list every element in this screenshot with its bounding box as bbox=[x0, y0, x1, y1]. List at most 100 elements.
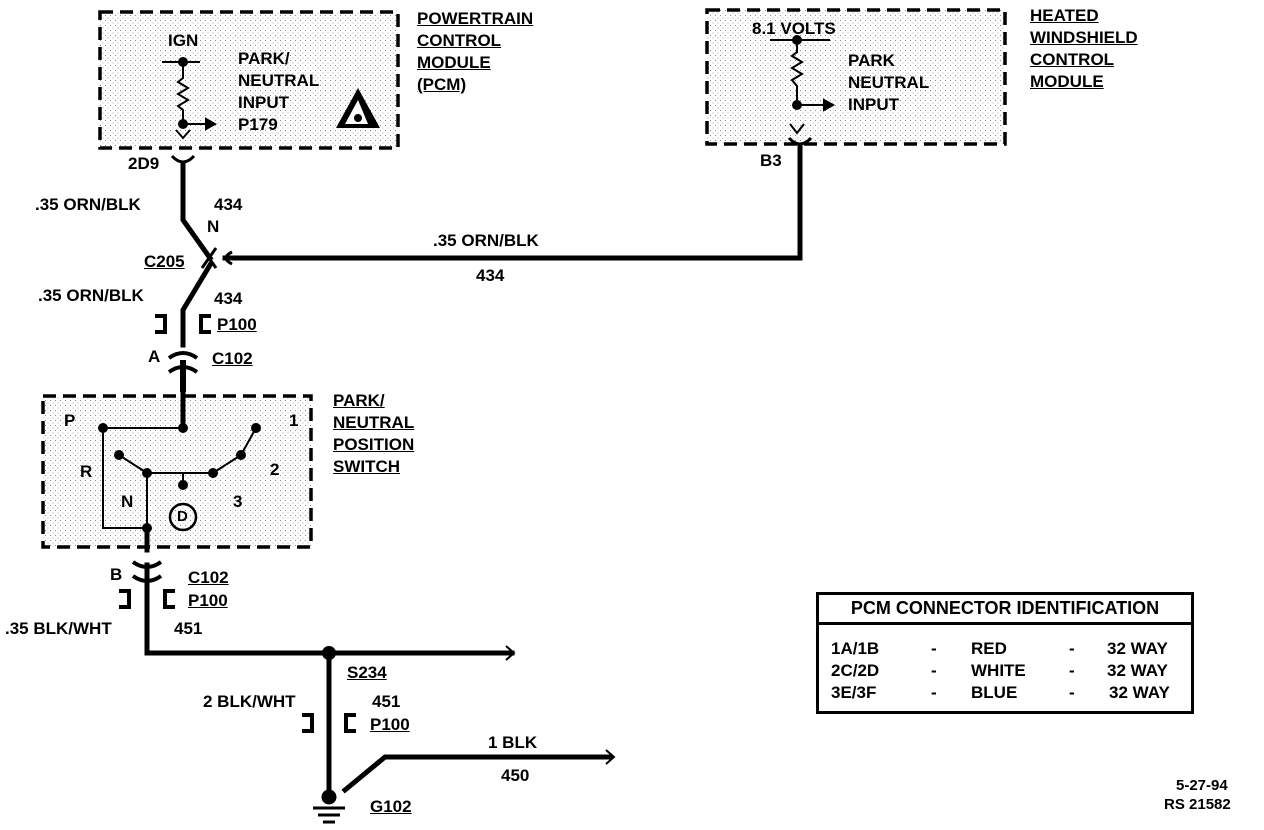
pcm-name-line: POWERTRAIN bbox=[417, 9, 534, 28]
switch-pos-p: P bbox=[64, 411, 76, 430]
pcm-input-line: INPUT bbox=[238, 93, 289, 112]
wire-circuit-lower-left: 434 bbox=[214, 289, 243, 308]
wire-end-arrows bbox=[505, 645, 616, 765]
switch-title-line: NEUTRAL bbox=[333, 413, 415, 432]
pcm-ign-label: IGN bbox=[168, 31, 199, 50]
connector-p100-middle bbox=[119, 589, 175, 609]
wire-paths bbox=[144, 142, 803, 798]
hwcm-input-line: NEUTRAL bbox=[848, 73, 930, 92]
pcm-internal-circuit bbox=[162, 57, 218, 140]
pcm-name-line: MODULE bbox=[417, 53, 491, 72]
pcm-module-name: POWERTRAIN CONTROL MODULE (PCM) bbox=[417, 8, 533, 96]
pcm-input-label: PARK/ NEUTRAL INPUT P179 bbox=[238, 48, 319, 136]
hwcm-name-line: WINDSHIELD bbox=[1030, 28, 1138, 47]
connector-b3 bbox=[787, 136, 813, 146]
switch-d-circle bbox=[168, 502, 198, 532]
p100-middle-label: P100 bbox=[188, 591, 228, 610]
hwcm-module-box bbox=[705, 8, 1007, 146]
table-cell-sep: - bbox=[1069, 639, 1075, 658]
wire-gauge-horizontal: .35 ORN/BLK bbox=[433, 231, 539, 250]
switch-pos-2: 2 bbox=[270, 460, 280, 479]
esd-warning-icon bbox=[336, 88, 380, 128]
table-cell-sep: - bbox=[931, 639, 937, 658]
switch-pos-3: 3 bbox=[233, 492, 243, 511]
switch-pos-r: R bbox=[80, 462, 93, 481]
wire-circuit-upper-left: 434 bbox=[214, 195, 243, 214]
hwcm-voltage-label: 8.1 VOLTS bbox=[752, 19, 836, 38]
table-cell-pins: 2C/2D bbox=[831, 661, 880, 680]
table-row: 2C/2D - WHITE - 32 WAY bbox=[819, 661, 1191, 683]
pcm-input-line: NEUTRAL bbox=[238, 71, 320, 90]
c102-lower-label: C102 bbox=[188, 568, 229, 587]
c102-lower-pin-label: B bbox=[110, 565, 123, 584]
hwcm-input-label: PARK NEUTRAL INPUT bbox=[848, 50, 929, 116]
wire-circuit-branch: 450 bbox=[501, 766, 530, 785]
switch-title-line: PARK/ bbox=[333, 391, 385, 410]
switch-title-line: POSITION bbox=[333, 435, 415, 454]
c205-label: C205 bbox=[144, 252, 185, 271]
table-cell-size: 32 WAY bbox=[1109, 683, 1170, 702]
connector-p100-lower bbox=[302, 713, 356, 733]
wire-circuit-horizontal: 434 bbox=[476, 266, 505, 285]
footer-date: 5-27-94 bbox=[1176, 777, 1228, 794]
table-cell-sep: - bbox=[931, 683, 937, 702]
wire-gauge-lower-left: .35 ORN/BLK bbox=[38, 286, 144, 305]
connector-c102-lower bbox=[131, 560, 163, 583]
switch-internal-contacts bbox=[102, 427, 257, 529]
pcm-terminal-label: 2D9 bbox=[128, 154, 160, 173]
hwcm-module-name: HEATED WINDSHIELD CONTROL MODULE bbox=[1030, 5, 1138, 93]
hwcm-name-line: MODULE bbox=[1030, 72, 1104, 91]
c102-upper-label: C102 bbox=[212, 349, 253, 368]
ground-label: G102 bbox=[370, 797, 412, 816]
footer-ref: RS 21582 bbox=[1164, 796, 1231, 813]
table-cell-size: 32 WAY bbox=[1107, 639, 1168, 658]
hwcm-internal-circuit bbox=[770, 35, 836, 135]
pcm-connector-table: PCM CONNECTOR IDENTIFICATION 1A/1B - RED… bbox=[816, 592, 1194, 714]
ground-icon bbox=[313, 789, 345, 824]
switch-title-line: SWITCH bbox=[333, 457, 401, 476]
table-cell-color: RED bbox=[971, 639, 1007, 658]
table-cell-color: BLUE bbox=[971, 683, 1018, 702]
c205-pin-label: N bbox=[207, 217, 220, 236]
wire-gauge-ground: .35 BLK/WHT bbox=[5, 619, 112, 638]
switch-pos-1: 1 bbox=[289, 411, 299, 430]
pcm-name-line: (PCM) bbox=[417, 75, 467, 94]
switch-box bbox=[41, 394, 313, 549]
splice-label: S234 bbox=[347, 663, 387, 682]
switch-title: PARK/ NEUTRAL POSITION SWITCH bbox=[333, 390, 414, 478]
switch-pos-d: D bbox=[177, 508, 188, 525]
table-cell-pins: 1A/1B bbox=[831, 639, 880, 658]
table-cell-pins: 3E/3F bbox=[831, 683, 877, 702]
wire-circuit-ground: 451 bbox=[174, 619, 203, 638]
hwcm-terminal-label: B3 bbox=[760, 151, 782, 170]
hwcm-name-line: CONTROL bbox=[1030, 50, 1115, 69]
table-cell-sep: - bbox=[931, 661, 937, 680]
connector-c102-upper bbox=[167, 351, 199, 392]
pcm-input-line: P179 bbox=[238, 115, 278, 134]
p100-upper-label: P100 bbox=[217, 315, 257, 334]
table-cell-sep: - bbox=[1069, 661, 1075, 680]
switch-contact-dots bbox=[98, 423, 261, 533]
connector-c205 bbox=[200, 247, 233, 269]
wire-gauge-drop: 2 BLK/WHT bbox=[203, 692, 296, 711]
hwcm-name-line: HEATED bbox=[1030, 6, 1099, 25]
pcm-input-line: PARK/ bbox=[238, 49, 290, 68]
wire-gauge-branch: 1 BLK bbox=[488, 733, 538, 752]
table-cell-sep: - bbox=[1069, 683, 1075, 702]
table-row: 3E/3F - BLUE - 32 WAY bbox=[819, 683, 1191, 705]
switch-pos-n: N bbox=[121, 492, 134, 511]
splice-s234-dot bbox=[322, 646, 336, 660]
p100-lower-label: P100 bbox=[370, 715, 410, 734]
table-row: 1A/1B - RED - 32 WAY bbox=[819, 639, 1191, 661]
hwcm-input-line: INPUT bbox=[848, 95, 899, 114]
table-title: PCM CONNECTOR IDENTIFICATION bbox=[819, 595, 1191, 625]
hwcm-input-line: PARK bbox=[848, 51, 895, 70]
connector-p100-upper bbox=[155, 314, 211, 334]
connector-2d9 bbox=[170, 154, 196, 164]
table-cell-color: WHITE bbox=[971, 661, 1026, 680]
wire-circuit-drop: 451 bbox=[372, 692, 401, 711]
pcm-name-line: CONTROL bbox=[417, 31, 502, 50]
wire-gauge-upper-left: .35 ORN/BLK bbox=[35, 195, 141, 214]
c102-upper-pin-label: A bbox=[148, 347, 161, 366]
